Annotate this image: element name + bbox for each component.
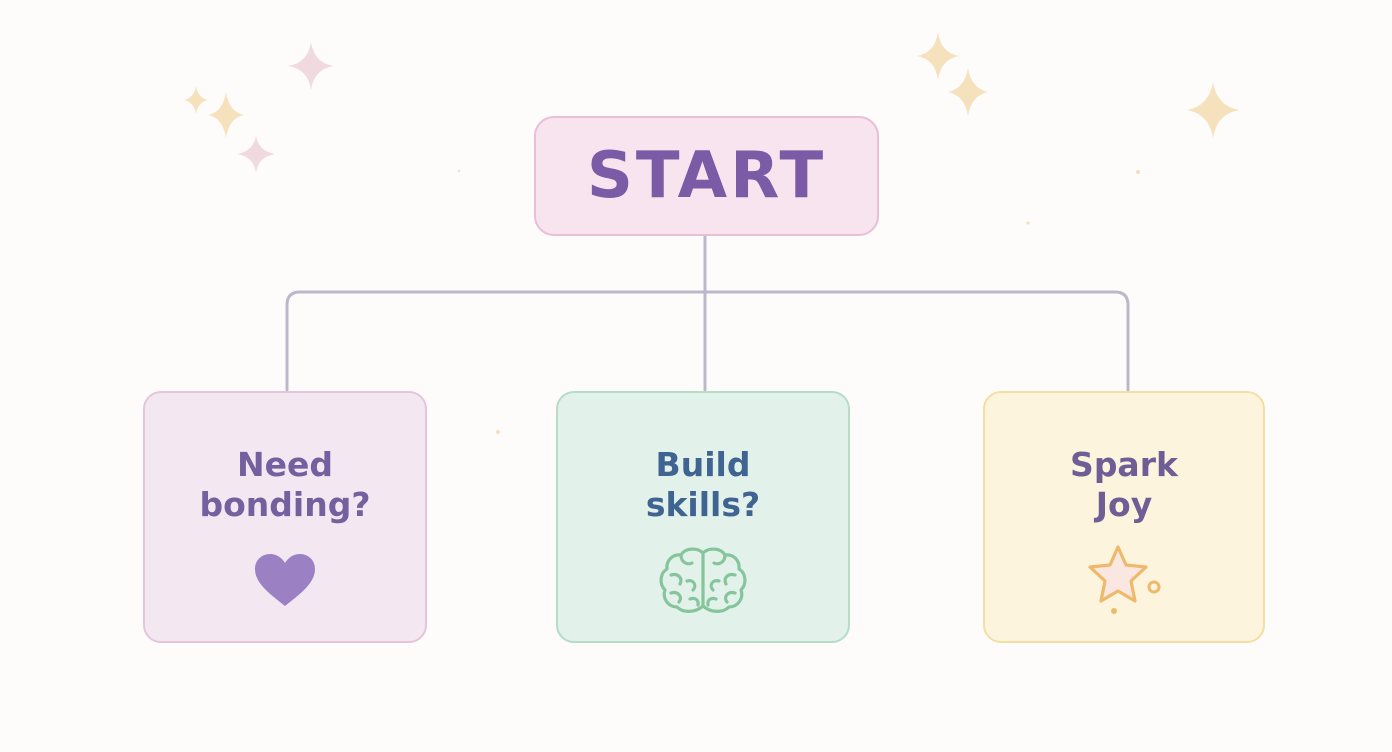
choice-build-skills: Build skills? — [556, 391, 850, 643]
choice-label-line2: skills? — [645, 485, 761, 524]
star-icon — [1078, 545, 1170, 615]
connector-right-branch — [703, 290, 1130, 392]
heart-icon — [239, 545, 331, 615]
choice-label-line2: Joy — [1095, 485, 1153, 524]
brain-icon — [657, 545, 749, 615]
choice-label-line1: Build — [655, 445, 751, 484]
connector-left-branch — [285, 290, 707, 392]
choice-label-line1: Need — [236, 445, 333, 484]
start-label: START — [586, 139, 827, 213]
choice-label-line2: bonding? — [199, 485, 371, 524]
choice-need-bonding: Need bonding? — [143, 391, 427, 643]
start-node: START — [534, 116, 879, 236]
choice-spark-joy: Spark Joy — [983, 391, 1265, 643]
choice-label-line1: Spark — [1070, 445, 1178, 484]
